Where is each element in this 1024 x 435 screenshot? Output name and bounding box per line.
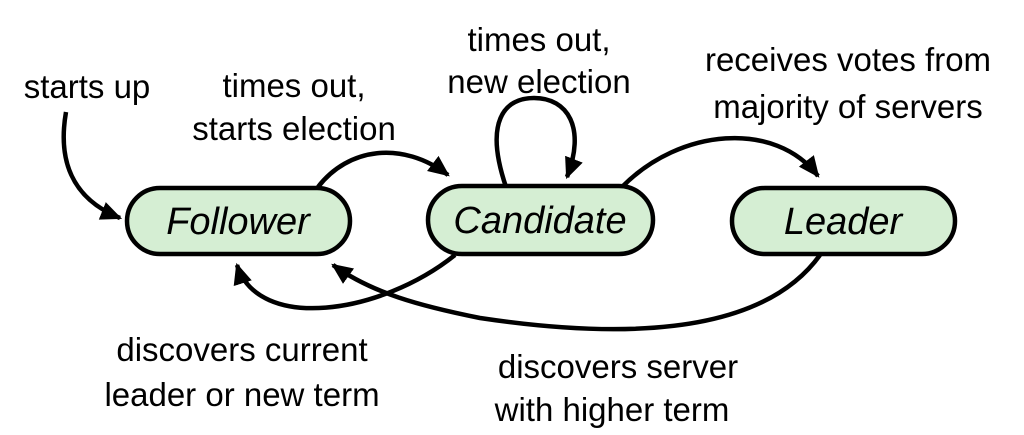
edge-candidate-self-loop	[494, 95, 583, 188]
label-starts-up: starts up	[24, 68, 151, 105]
edge-candidate-to-leader	[620, 135, 820, 189]
state-nodes: Follower Candidate Leader	[124, 183, 958, 257]
edge-starts-up	[61, 111, 123, 221]
label-follower-to-candidate-line2: starts election	[192, 110, 396, 147]
label-candidate-to-leader-line1: receives votes from	[705, 41, 991, 78]
state-label-leader: Leader	[784, 201, 904, 243]
label-follower-to-candidate-line1: times out,	[222, 67, 365, 104]
label-candidate-to-follower-line2: leader or new term	[104, 376, 379, 413]
state-label-candidate: Candidate	[453, 200, 626, 242]
state-node-candidate: Candidate	[425, 183, 656, 257]
state-node-leader: Leader	[729, 185, 958, 257]
label-leader-to-follower-line1: discovers server	[498, 348, 738, 385]
state-label-follower: Follower	[166, 201, 311, 243]
edge-candidate-to-follower	[233, 253, 457, 311]
label-candidate-self-line1: times out,	[467, 21, 610, 58]
state-node-follower: Follower	[124, 185, 353, 257]
edge-follower-to-candidate	[316, 150, 450, 189]
state-shape-follower	[124, 185, 353, 257]
label-candidate-to-leader-line2: majority of servers	[713, 88, 983, 125]
state-shape-leader	[729, 185, 958, 257]
label-candidate-self-line2: new election	[447, 63, 630, 100]
edge-leader-to-follower	[331, 253, 822, 332]
state-shape-candidate	[425, 183, 656, 257]
transition-labels: starts up times out, starts election tim…	[24, 21, 991, 428]
label-candidate-to-follower-line1: discovers current	[116, 331, 367, 368]
transition-edges	[61, 95, 822, 332]
label-leader-to-follower-line2: with higher term	[494, 391, 730, 428]
